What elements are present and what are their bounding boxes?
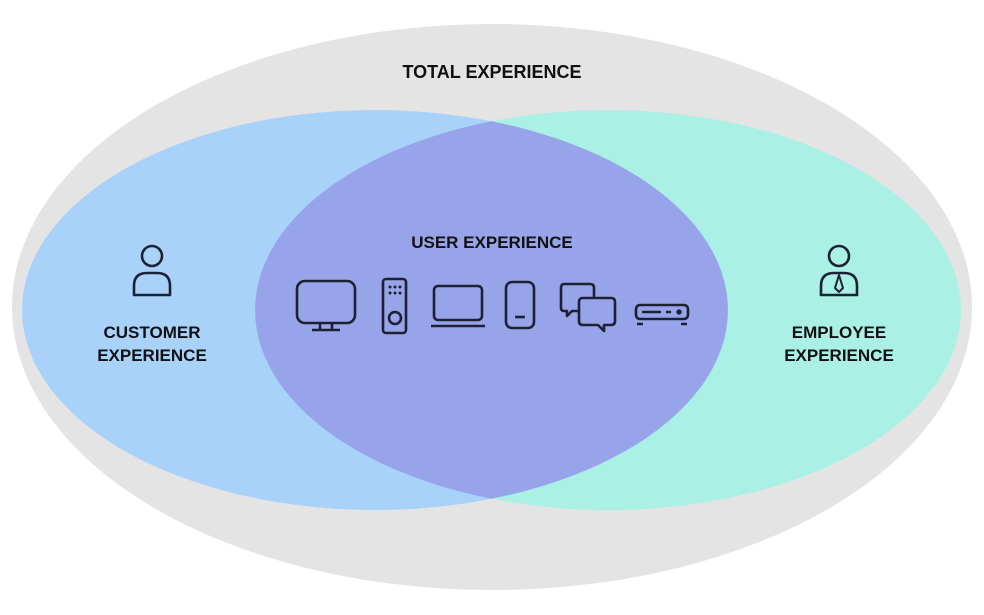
employee-label-line1: EMPLOYEE (791, 323, 887, 342)
user-experience-label: USER EXPERIENCE (411, 233, 573, 252)
customer-experience-label: CUSTOMER EXPERIENCE (97, 321, 207, 367)
user-experience-overlap (255, 110, 728, 510)
phone-icon (503, 279, 537, 336)
total-experience-label: TOTAL EXPERIENCE (402, 62, 582, 82)
remote-icon (380, 276, 410, 341)
customer-label-line1: CUSTOMER (103, 323, 201, 342)
set-top-box-icon (633, 302, 691, 333)
tv-icon (294, 278, 358, 339)
customer-label-line2: EXPERIENCE (97, 346, 207, 365)
employee-person-icon (815, 242, 863, 305)
laptop-icon (430, 283, 486, 334)
customer-person-icon (128, 242, 176, 305)
employee-experience-label: EMPLOYEE EXPERIENCE (784, 321, 894, 367)
chat-icon (558, 281, 620, 340)
employee-label-line2: EXPERIENCE (784, 346, 894, 365)
